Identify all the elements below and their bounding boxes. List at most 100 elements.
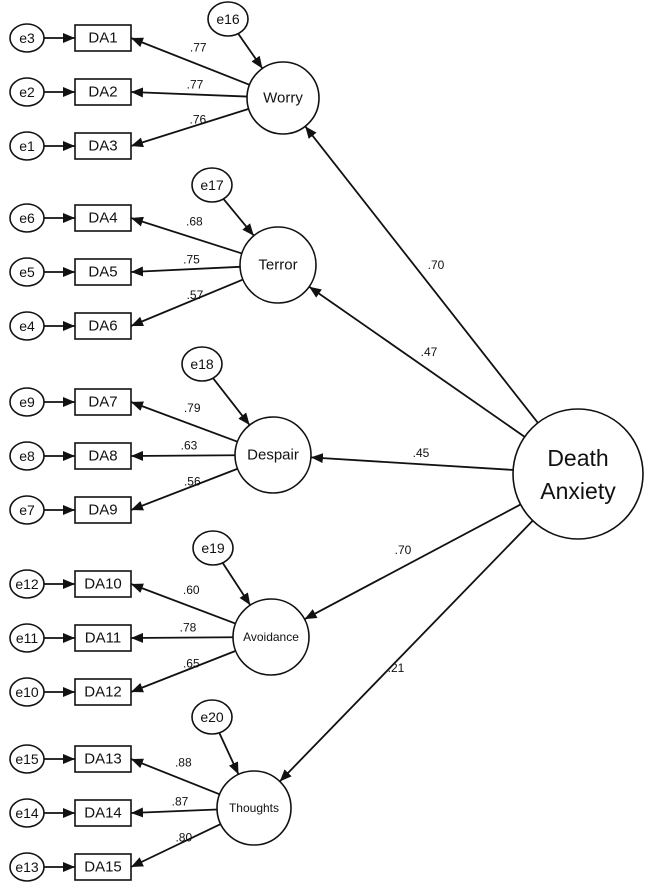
error-node-e10 xyxy=(9,677,45,707)
indicator-label-da1: DA1 xyxy=(88,30,117,47)
loading-coef-da1: .77 xyxy=(190,40,207,54)
indicator-box-da5 xyxy=(74,258,132,286)
indicator-label-da10: DA10 xyxy=(84,576,122,593)
indicator-box-da1 xyxy=(74,24,132,52)
disturbance-label-e18: e18 xyxy=(190,356,214,372)
indicator-box-da8 xyxy=(74,442,132,470)
disturbance-node-e19 xyxy=(192,530,234,566)
arrow-e20-to-thoughts xyxy=(218,732,240,775)
disturbance-label-e16: e16 xyxy=(216,11,240,27)
indicator-label-da13: DA13 xyxy=(84,751,122,768)
error-label-e1: e1 xyxy=(19,138,35,154)
indicator-box-da2 xyxy=(74,78,132,106)
error-node-e9 xyxy=(9,387,45,417)
death-anxiety-label-line2: Anxiety xyxy=(540,478,616,504)
disturbance-label-e17: e17 xyxy=(200,177,224,193)
loading-terror-to-da5 xyxy=(130,265,241,277)
indicator-box-da3 xyxy=(74,132,132,160)
arrow-e19-to-avoidance xyxy=(221,562,252,606)
error-label-e8: e8 xyxy=(19,448,35,464)
indicator-label-da6: DA6 xyxy=(88,318,117,335)
error-label-e15: e15 xyxy=(15,751,39,767)
loading-despair-to-da7 xyxy=(130,401,238,443)
loading-coef-da14: .87 xyxy=(172,794,189,808)
disturbance-label-e20: e20 xyxy=(200,709,224,725)
indicator-box-da6 xyxy=(74,312,132,340)
error-node-e14 xyxy=(9,798,45,828)
error-label-e4: e4 xyxy=(19,318,35,334)
loading-coef-da8: .63 xyxy=(181,439,198,453)
error-node-e4 xyxy=(9,311,45,341)
edges-layer xyxy=(44,33,539,872)
loading-worry-to-da1 xyxy=(130,37,250,86)
loading-coef-da5: .75 xyxy=(183,252,200,266)
loading-coef-da10: .60 xyxy=(183,583,200,597)
error-label-e10: e10 xyxy=(15,684,39,700)
indicator-label-da12: DA12 xyxy=(84,684,122,701)
death-anxiety-label-line1: Death xyxy=(547,445,608,471)
loading-coef-da15: .80 xyxy=(175,831,192,845)
factor-label-worry: Worry xyxy=(263,90,303,107)
loading-coef-da13: .88 xyxy=(175,756,192,770)
indicator-label-da4: DA4 xyxy=(88,210,117,227)
loading-coef-da7: .79 xyxy=(184,401,201,415)
nodes-layer xyxy=(9,1,644,882)
loading-coef-da11: .78 xyxy=(180,621,197,635)
indicator-label-da9: DA9 xyxy=(88,502,117,519)
error-label-e14: e14 xyxy=(15,805,39,821)
loading-thoughts-to-da14 xyxy=(130,807,218,818)
loading-coef-da12: .65 xyxy=(183,656,200,670)
path-coef-worry: .70 xyxy=(428,258,445,272)
path-death-anxiety-to-avoidance xyxy=(304,503,522,620)
path-coef-terror: .47 xyxy=(421,345,438,359)
indicator-box-da13 xyxy=(74,745,132,773)
error-label-e5: e5 xyxy=(19,264,35,280)
loading-worry-to-da3 xyxy=(130,107,249,148)
loading-despair-to-da8 xyxy=(130,450,236,461)
arrow-e16-to-worry xyxy=(237,33,264,69)
error-node-e6 xyxy=(9,203,45,233)
factor-node-terror xyxy=(239,226,317,304)
indicator-label-da8: DA8 xyxy=(88,448,117,465)
factor-node-despair xyxy=(234,416,312,494)
indicator-label-da15: DA15 xyxy=(84,859,122,876)
path-death-anxiety-to-despair xyxy=(310,453,514,471)
indicator-label-da5: DA5 xyxy=(88,264,117,281)
indicator-label-da14: DA14 xyxy=(84,805,122,822)
error-label-e3: e3 xyxy=(19,30,35,46)
error-node-e11 xyxy=(9,623,45,653)
indicator-box-da7 xyxy=(74,388,132,416)
indicator-box-da4 xyxy=(74,204,132,232)
loading-coef-da2: .77 xyxy=(187,77,204,91)
indicator-box-da12 xyxy=(74,678,132,706)
indicator-label-da11: DA11 xyxy=(85,630,121,647)
factor-label-thoughts: Thoughts xyxy=(229,801,279,815)
loading-terror-to-da6 xyxy=(130,278,244,327)
error-label-e6: e6 xyxy=(19,210,35,226)
factor-node-thoughts xyxy=(216,770,292,846)
factor-label-avoidance: Avoidance xyxy=(243,630,299,644)
labels-layer: DeathAnxiety.70Worrye16DA1.77e3DA2.77e2D… xyxy=(15,11,616,876)
loading-avoidance-to-da11 xyxy=(130,632,234,643)
loading-worry-to-da2 xyxy=(130,87,248,98)
disturbance-node-e18 xyxy=(181,346,223,382)
loading-coef-da6: .57 xyxy=(187,288,204,302)
indicator-box-da11 xyxy=(74,624,132,652)
indicator-label-da7: DA7 xyxy=(88,394,117,411)
path-death-anxiety-to-terror xyxy=(308,285,526,438)
disturbance-node-e16 xyxy=(207,1,249,37)
error-label-e2: e2 xyxy=(19,84,35,100)
path-coef-despair: .45 xyxy=(413,446,430,460)
arrow-e17-to-terror xyxy=(222,198,255,237)
factor-label-despair: Despair xyxy=(247,447,299,464)
error-node-e3 xyxy=(9,23,45,53)
death-anxiety-node xyxy=(512,408,644,540)
error-label-e7: e7 xyxy=(19,502,35,518)
error-node-e7 xyxy=(9,495,45,525)
indicator-box-da9 xyxy=(74,496,132,524)
path-coef-avoidance: .70 xyxy=(395,543,412,557)
loading-terror-to-da4 xyxy=(130,216,243,255)
error-label-e9: e9 xyxy=(19,394,35,410)
loading-coef-da3: .76 xyxy=(189,112,206,126)
loading-coef-da9: .56 xyxy=(184,474,201,488)
